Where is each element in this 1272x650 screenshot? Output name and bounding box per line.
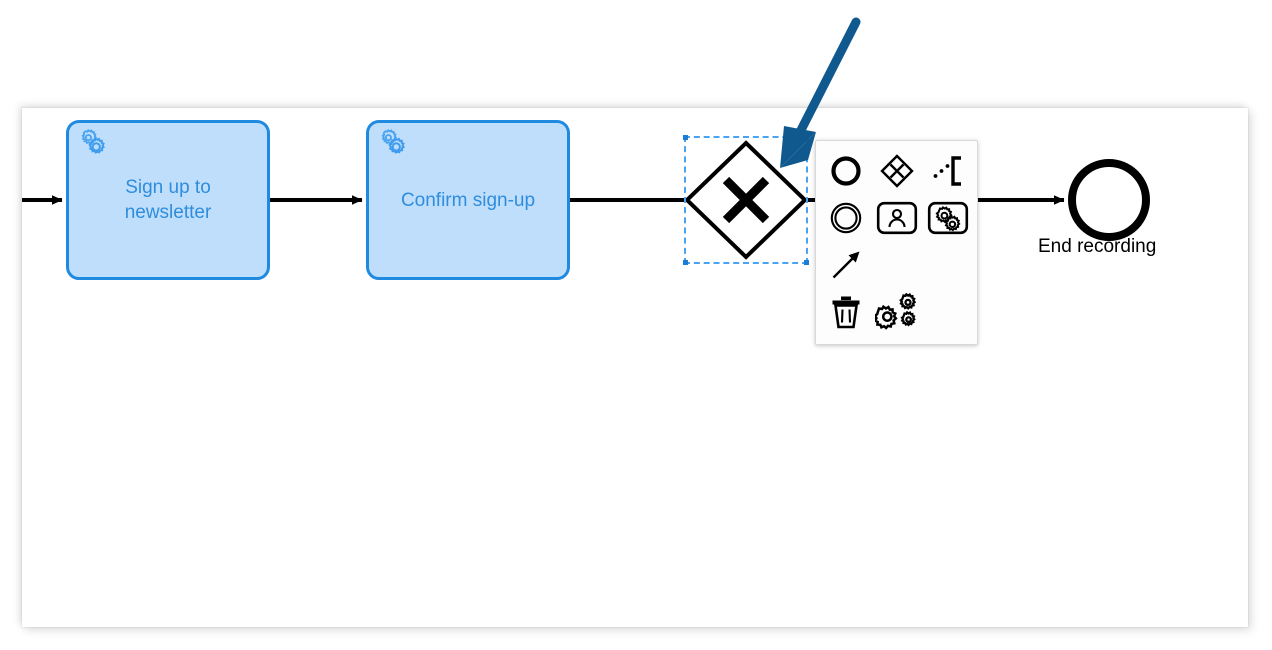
circle-icon — [829, 154, 863, 188]
text-annotation-icon — [930, 154, 966, 188]
end-event-label: End recording — [1038, 236, 1157, 257]
context-pad-row — [820, 241, 973, 288]
trash-icon — [829, 294, 863, 330]
context-pad-row — [820, 194, 973, 241]
append-intermediate-event-button[interactable] — [820, 194, 871, 241]
task-label: Sign up to newsletter — [124, 177, 212, 223]
palette-empty-slot — [922, 288, 973, 335]
gateway-diamond-icon — [879, 153, 915, 189]
delete-button[interactable] — [820, 288, 871, 335]
append-service-task-button[interactable] — [922, 194, 973, 241]
gears-icon — [76, 128, 106, 158]
gears-icon — [376, 128, 406, 158]
service-task-icon — [927, 201, 969, 235]
context-pad-row — [820, 147, 973, 194]
gears-wrench-icon — [874, 292, 919, 331]
palette-empty-slot — [871, 241, 922, 288]
resize-handle-nw[interactable] — [683, 135, 688, 140]
context-pad[interactable] — [815, 140, 978, 345]
change-type-button[interactable] — [871, 288, 922, 335]
double-circle-icon — [828, 200, 864, 236]
gateway-selection-outline[interactable] — [683, 135, 809, 265]
append-end-event-button[interactable] — [820, 147, 871, 194]
connect-arrow-icon — [828, 247, 864, 283]
task-confirm-sign-up[interactable]: Confirm sign-up — [366, 120, 570, 280]
palette-empty-slot — [922, 241, 973, 288]
append-gateway-button[interactable] — [871, 147, 922, 194]
context-pad-row — [820, 288, 973, 335]
append-user-task-button[interactable] — [871, 194, 922, 241]
connect-button[interactable] — [820, 241, 871, 288]
resize-handle-se[interactable] — [804, 260, 809, 265]
append-text-annotation-button[interactable] — [922, 147, 973, 194]
task-label: Confirm sign-up — [400, 189, 536, 211]
resize-handle-sw[interactable] — [683, 260, 688, 265]
task-sign-up-to-newsletter[interactable]: Sign up to newsletter — [66, 120, 270, 280]
user-task-icon — [876, 201, 918, 235]
resize-handle-ne[interactable] — [804, 135, 809, 140]
